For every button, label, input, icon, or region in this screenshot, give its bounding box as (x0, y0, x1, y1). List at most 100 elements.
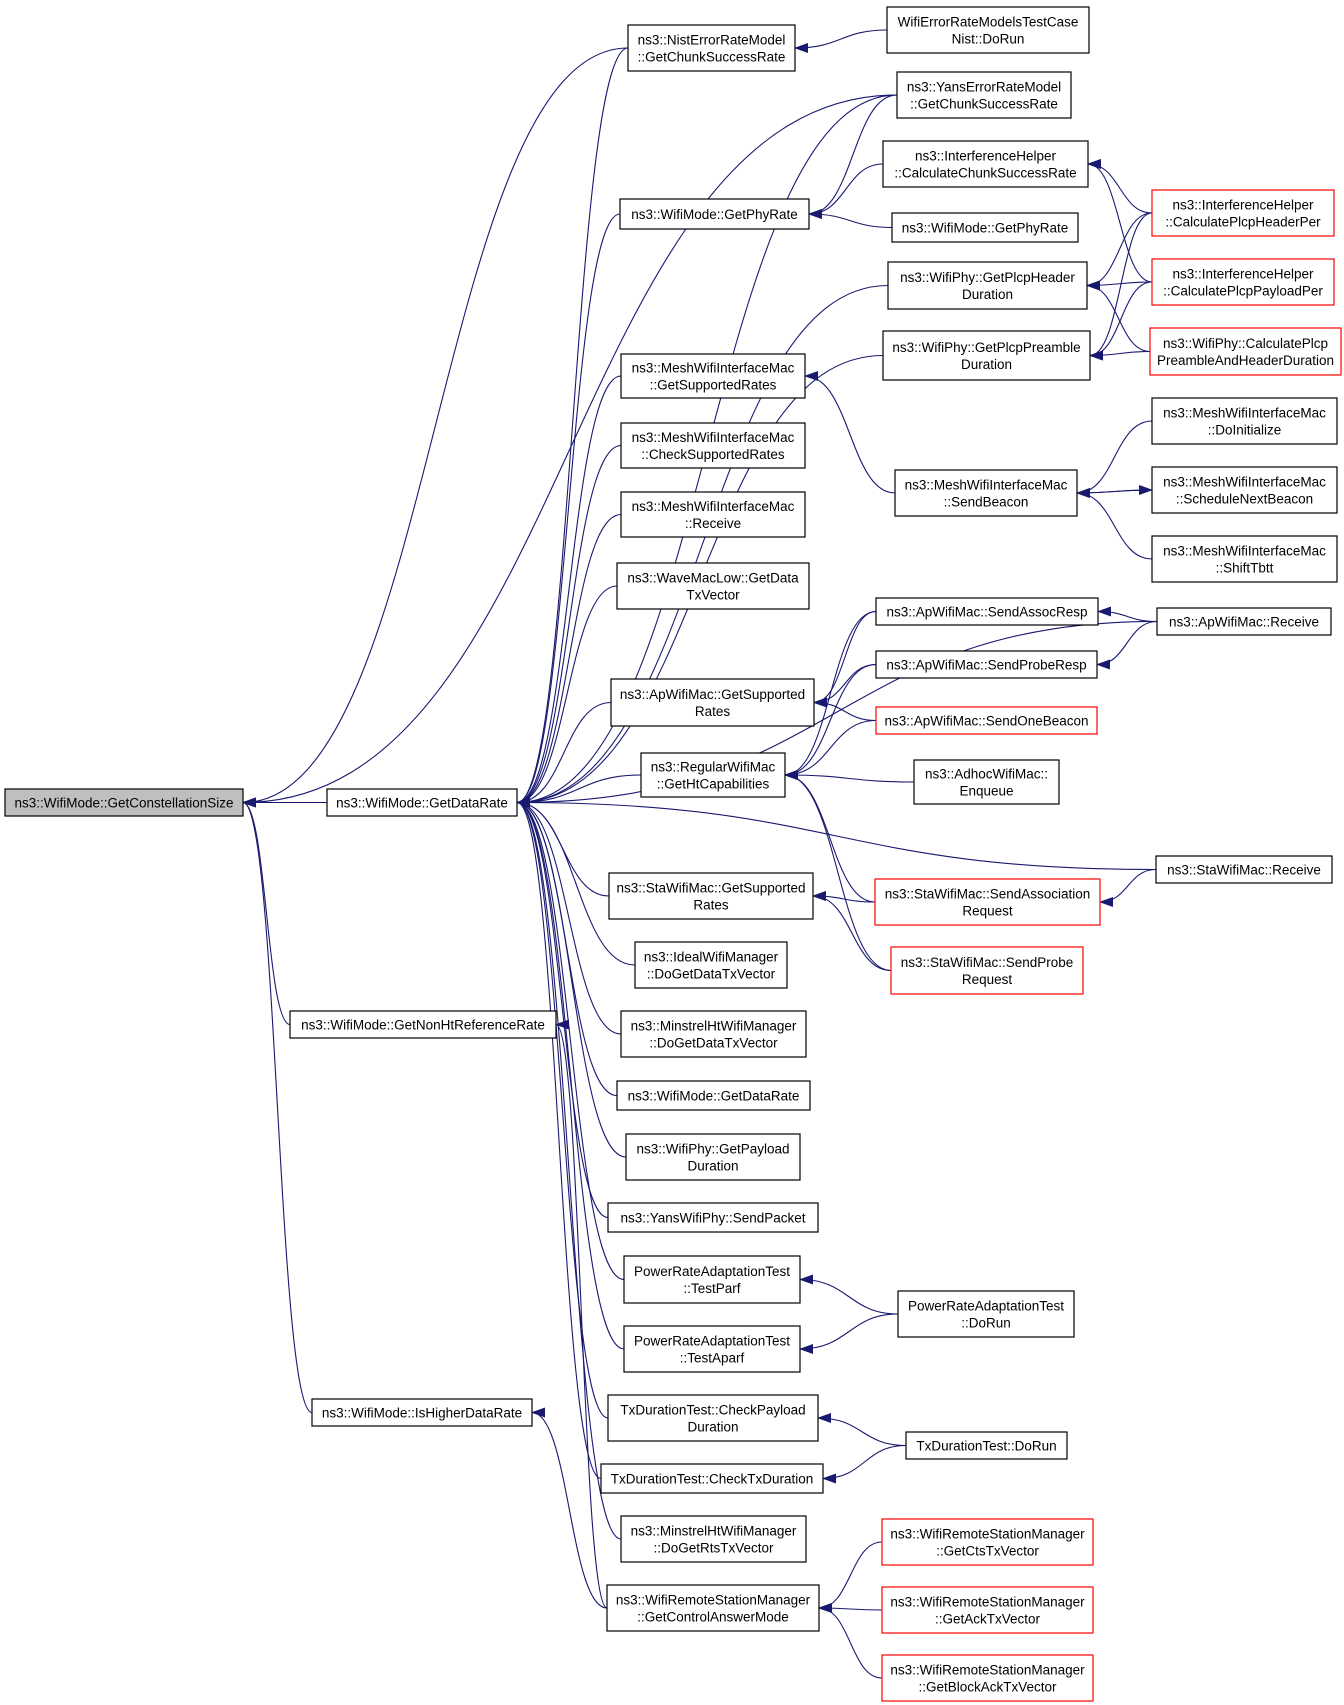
node-box[interactable] (616, 1080, 811, 1111)
node-box[interactable] (882, 140, 1089, 188)
node-mrecv[interactable]: ns3::MeshWifiInterfaceMac::Receive (620, 491, 806, 538)
node-starecv[interactable]: ns3::StaWifiMac::Receive (1155, 855, 1333, 884)
node-box[interactable] (881, 1586, 1094, 1634)
node-mhtr[interactable]: ns3::MinstrelHtWifiManager::DoGetRtsTxVe… (620, 1515, 807, 1563)
node-ihccs[interactable]: ns3::InterferenceHelper::CalculateChunkS… (882, 140, 1089, 188)
node-box[interactable] (1151, 258, 1335, 306)
node-box[interactable] (311, 1398, 533, 1427)
node-box[interactable] (1151, 535, 1338, 583)
node-ysp[interactable]: ns3::YansWifiPhy::SendPacket (607, 1202, 819, 1233)
node-box[interactable] (616, 562, 810, 610)
node-prtp[interactable]: PowerRateAdaptationTest::TestParf (623, 1255, 801, 1304)
node-box[interactable] (891, 212, 1079, 243)
node-ihdr[interactable]: ns3::WifiMode::IsHigherDataRate (311, 1398, 533, 1427)
node-wrscts[interactable]: ns3::WifiRemoteStationManager::GetCtsTxV… (881, 1518, 1094, 1566)
node-box[interactable] (619, 198, 810, 230)
node-nist[interactable]: ns3::NistErrorRateModel::GetChunkSuccess… (627, 24, 796, 72)
node-gdr[interactable]: ns3::WifiMode::GetDataRate (326, 788, 518, 817)
node-box[interactable] (897, 1290, 1075, 1338)
node-tddr[interactable]: TxDurationTest::DoRun (905, 1431, 1068, 1460)
node-prta[interactable]: PowerRateAdaptationTest::TestAparf (623, 1325, 801, 1373)
node-box[interactable] (1151, 189, 1335, 237)
node-gpr2[interactable]: ns3::WifiMode::GetPhyRate (891, 212, 1079, 243)
node-box[interactable] (4, 788, 244, 817)
node-box[interactable] (887, 261, 1088, 310)
node-box[interactable] (620, 1515, 807, 1563)
node-mcsr[interactable]: ns3::MeshWifiInterfaceMac::CheckSupporte… (620, 422, 806, 469)
node-box[interactable] (634, 941, 788, 989)
node-mdoi[interactable]: ns3::MeshWifiInterfaceMac::DoInitialize (1151, 397, 1338, 445)
node-box[interactable] (607, 1202, 819, 1233)
node-mgsr[interactable]: ns3::MeshWifiInterfaceMac::GetSupportedR… (620, 353, 806, 399)
node-box[interactable] (625, 1133, 801, 1181)
node-box[interactable] (640, 752, 786, 798)
node-gpr[interactable]: ns3::WifiMode::GetPhyRate (619, 198, 810, 230)
node-box[interactable] (896, 71, 1072, 119)
node-msnb[interactable]: ns3::MeshWifiInterfaceMac::ScheduleNextB… (1151, 466, 1338, 514)
node-msb[interactable]: ns3::MeshWifiInterfaceMac::SendBeacon (894, 469, 1078, 517)
node-yans[interactable]: ns3::YansErrorRateModel::GetChunkSuccess… (896, 71, 1072, 119)
node-mst[interactable]: ns3::MeshWifiInterfaceMac::ShiftTbtt (1151, 535, 1338, 583)
node-box[interactable] (875, 597, 1099, 626)
node-prtdr[interactable]: PowerRateAdaptationTest::DoRun (897, 1290, 1075, 1338)
node-apsar[interactable]: ns3::ApWifiMac::SendAssocResp (875, 597, 1099, 626)
node-wrsc[interactable]: ns3::WifiRemoteStationManager::GetContro… (606, 1584, 820, 1632)
node-box[interactable] (1155, 855, 1333, 884)
node-box[interactable] (890, 946, 1084, 995)
node-root[interactable]: ns3::WifiMode::GetConstellationSize (4, 788, 244, 817)
node-box[interactable] (875, 706, 1098, 735)
node-box[interactable] (620, 422, 806, 469)
node-box[interactable] (600, 1463, 824, 1494)
node-box[interactable] (610, 678, 815, 727)
node-box[interactable] (620, 1010, 807, 1058)
node-box[interactable] (289, 1010, 557, 1039)
node-box[interactable] (606, 1584, 820, 1632)
node-box[interactable] (620, 491, 806, 538)
node-apsob[interactable]: ns3::ApWifiMac::SendOneBeacon (875, 706, 1098, 735)
node-box[interactable] (881, 1654, 1094, 1702)
node-box[interactable] (620, 353, 806, 399)
node-wrsblk[interactable]: ns3::WifiRemoteStationManager::GetBlockA… (881, 1654, 1094, 1702)
node-box[interactable] (905, 1431, 1068, 1460)
node-wave[interactable]: ns3::WaveMacLow::GetDataTxVector (616, 562, 810, 610)
node-adhoc[interactable]: ns3::AdhocWifiMac::Enqueue (913, 759, 1060, 805)
node-box[interactable] (1151, 466, 1338, 514)
node-mhtd[interactable]: ns3::MinstrelHtWifiManager::DoGetDataTxV… (620, 1010, 807, 1058)
node-box[interactable] (875, 650, 1098, 679)
node-box[interactable] (627, 24, 796, 72)
node-rwmh[interactable]: ns3::RegularWifiMac::GetHtCapabilities (640, 752, 786, 798)
node-gdr2[interactable]: ns3::WifiMode::GetDataRate (616, 1080, 811, 1111)
node-ideal[interactable]: ns3::IdealWifiManager::DoGetDataTxVector (634, 941, 788, 989)
node-box[interactable] (1151, 397, 1338, 445)
node-cpph[interactable]: ns3::WifiPhy::CalculatePlcpPreambleAndHe… (1149, 327, 1342, 376)
node-wrsack[interactable]: ns3::WifiRemoteStationManager::GetAckTxV… (881, 1586, 1094, 1634)
node-box[interactable] (1149, 327, 1342, 376)
node-box[interactable] (886, 6, 1090, 54)
node-stagsr[interactable]: ns3::StaWifiMac::GetSupportedRates (608, 872, 814, 920)
node-gnht[interactable]: ns3::WifiMode::GetNonHtReferenceRate (289, 1010, 557, 1039)
node-box[interactable] (913, 759, 1060, 805)
node-box[interactable] (608, 872, 814, 920)
node-ihcph[interactable]: ns3::InterferenceHelper::CalculatePlcpHe… (1151, 189, 1335, 237)
node-tdct[interactable]: TxDurationTest::CheckTxDuration (600, 1463, 824, 1494)
node-box[interactable] (1156, 607, 1332, 636)
node-box[interactable] (623, 1255, 801, 1304)
node-box[interactable] (882, 330, 1091, 381)
node-box[interactable] (894, 469, 1078, 517)
node-apgsr[interactable]: ns3::ApWifiMac::GetSupportedRates (610, 678, 815, 727)
node-aprecv[interactable]: ns3::ApWifiMac::Receive (1156, 607, 1332, 636)
node-box[interactable] (881, 1518, 1094, 1566)
node-apspr[interactable]: ns3::ApWifiMac::SendProbeResp (875, 650, 1098, 679)
node-box[interactable] (623, 1325, 801, 1373)
node-box[interactable] (326, 788, 518, 817)
node-ihcpp[interactable]: ns3::InterferenceHelper::CalculatePlcpPa… (1151, 258, 1335, 306)
node-box[interactable] (607, 1394, 819, 1442)
node-box[interactable] (874, 878, 1101, 926)
